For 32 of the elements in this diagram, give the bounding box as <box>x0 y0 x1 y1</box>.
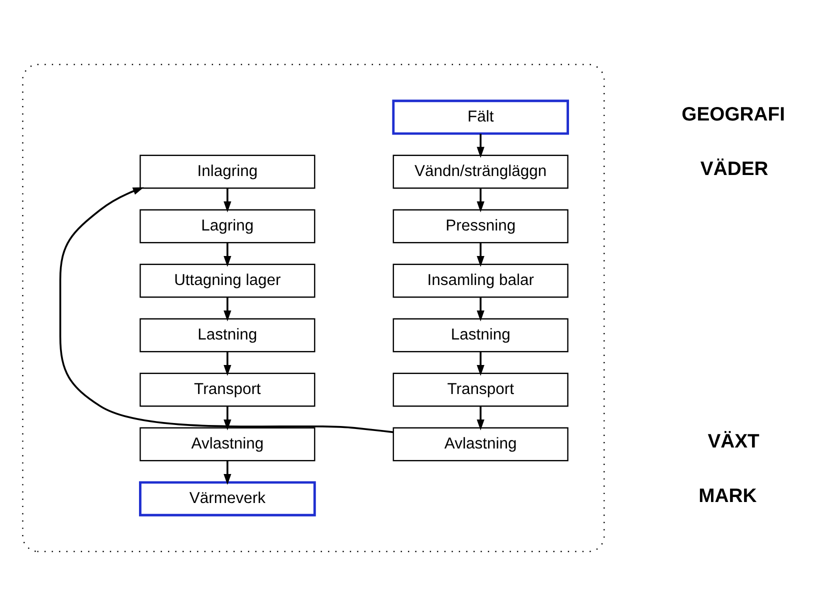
arrow <box>224 460 232 485</box>
node-box: Uttagning lager <box>140 264 316 298</box>
node-box: Avlastning <box>392 427 568 462</box>
arrow <box>476 134 484 158</box>
node-box: Transport <box>392 372 568 407</box>
label: VÄXT <box>708 430 760 453</box>
arrow <box>476 406 484 430</box>
arrow <box>224 297 232 322</box>
arrow <box>476 352 484 376</box>
arrow <box>476 188 484 212</box>
node-box: Lastning <box>392 318 568 352</box>
node-box: Vändn/strängläggn <box>392 154 568 189</box>
node-box: Fält <box>392 100 570 135</box>
node-box: Insamling balar <box>392 264 568 298</box>
arrow <box>224 352 232 376</box>
node-box: Pressning <box>392 209 568 244</box>
label: MARK <box>698 485 757 508</box>
arrow <box>476 242 484 267</box>
node-box: Inlagring <box>140 154 316 189</box>
node-box: Lagring <box>140 209 316 244</box>
label: GEOGRAFI <box>682 104 786 126</box>
arrow <box>224 406 232 430</box>
node-box: Lastning <box>140 318 316 352</box>
arrow <box>59 187 394 434</box>
arrow <box>476 297 484 322</box>
arrow <box>224 242 232 267</box>
cluster <box>22 64 605 552</box>
arrow <box>224 188 232 212</box>
node-box: Avlastning <box>140 427 316 462</box>
label: VÄDER <box>700 158 768 180</box>
node-box: Värmeverk <box>139 481 316 516</box>
node-box: Transport <box>140 372 316 407</box>
